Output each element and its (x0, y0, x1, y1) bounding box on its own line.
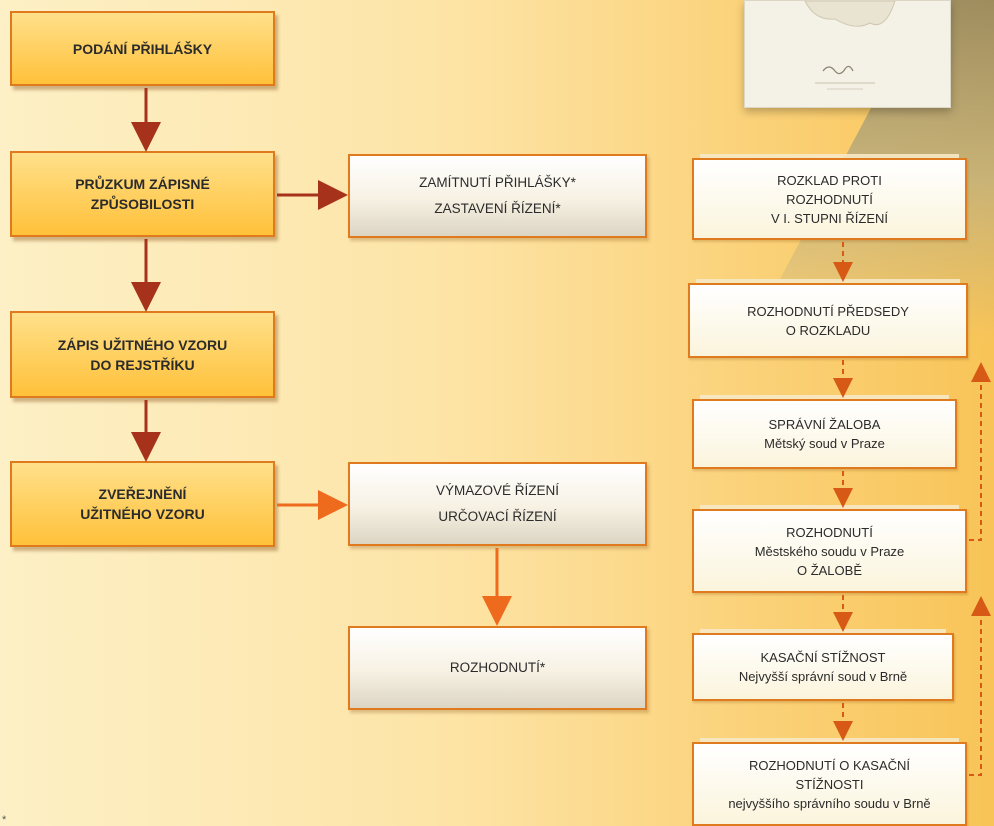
document-thumbnail (744, 0, 951, 108)
administrative-lawsuit: SPRÁVNÍ ŽALOBA Mětský soud v Praze (692, 395, 957, 469)
cassation-complaint: KASAČNÍ STÍŽNOST Nejvyšší správní soud v… (692, 629, 954, 701)
president-decision-on-appeal: ROZHODNUTÍ PŘEDSEDY O ROZKLADU (688, 279, 968, 358)
appeal-against-decision: ROZKLAD PROTI ROZHODNUTÍ V I. STUPNI ŘÍZ… (692, 154, 967, 240)
footnote: * (2, 814, 7, 826)
municipal-court-decision: ROZHODNUTÍ Městského soudu v Praze O ŽAL… (692, 505, 967, 593)
cassation-decision: ROZHODNUTÍ O KASAČNÍ STÍŽNOSTI nejvyššíh… (692, 738, 967, 826)
decision-box: ROZHODNUTÍ* (348, 626, 647, 710)
step-publication: ZVEŘEJNĚNÍ UŽITNÉHO VZORU (10, 461, 275, 547)
cancellation-proceedings-box: VÝMAZOVÉ ŘÍZENÍ URČOVACÍ ŘÍZENÍ (348, 462, 647, 546)
return-arrow-cassation-decision (969, 596, 991, 776)
step-registration: ZÁPIS UŽITNÉHO VZORU DO REJSTŘÍKU (10, 311, 275, 398)
step-filing-application: PODÁNÍ PŘIHLÁŠKY (10, 11, 275, 86)
rejection-box: ZAMÍTNUTÍ PŘIHLÁŠKY* ZASTAVENÍ ŘÍZENÍ* (348, 154, 647, 238)
document-thumbnail-graphic (804, 1, 896, 90)
return-arrow-court-decision (969, 362, 991, 541)
step-registrability-examination: PRŮZKUM ZÁPISNÉ ZPŮSOBILOSTI (10, 151, 275, 237)
